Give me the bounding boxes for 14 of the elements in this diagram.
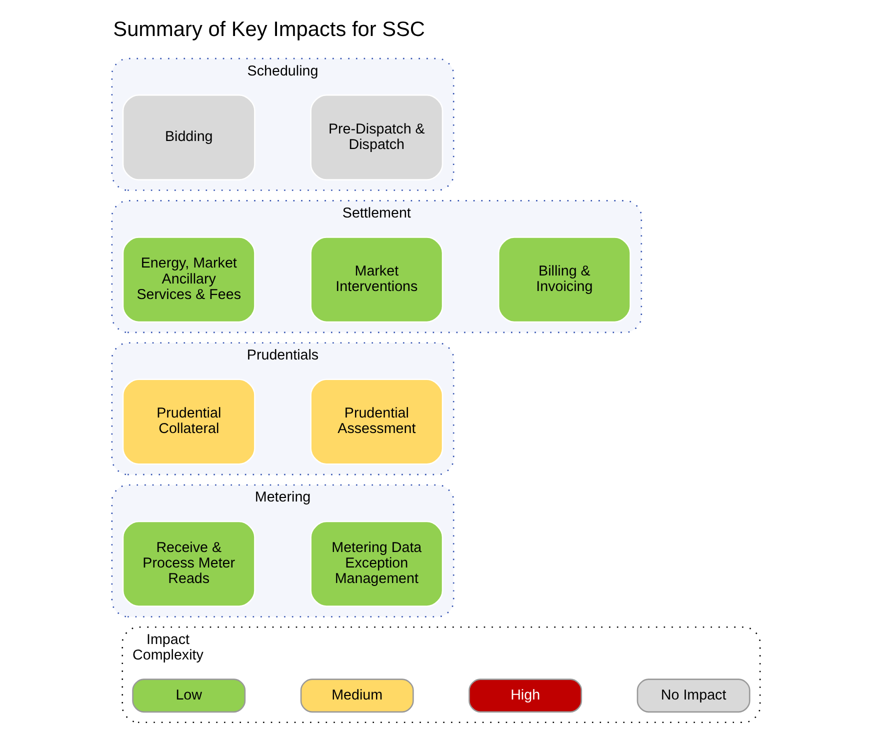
legend-label: No Impact — [660, 686, 726, 703]
legend-label: Medium — [332, 686, 383, 703]
node-box: Metering Data Exception Management — [310, 520, 444, 606]
node-box: Prudential Assessment — [310, 378, 444, 464]
node-box: Bidding — [122, 94, 256, 180]
diagram-title: Summary of Key Impacts for SSC — [113, 18, 425, 41]
legend-label: Low — [176, 686, 202, 703]
node-box: Market Interventions — [310, 236, 444, 322]
node-box: Pre-Dispatch & Dispatch — [310, 94, 444, 180]
legend-label: High — [510, 686, 540, 703]
node-box: Billing & Invoicing — [498, 236, 631, 322]
node-box: Energy, Market Ancillary Services & Fees — [122, 236, 256, 322]
node-box: Prudential Collateral — [122, 378, 256, 464]
node-box: Receive & Process Meter Reads — [122, 520, 256, 606]
